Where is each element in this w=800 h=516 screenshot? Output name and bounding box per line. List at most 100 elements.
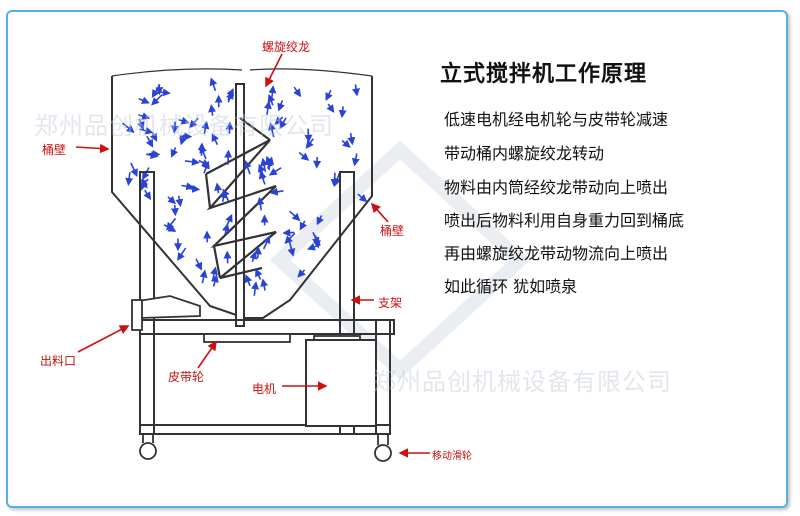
flow-arrow xyxy=(202,160,210,174)
flow-arrow xyxy=(225,121,234,134)
flow-arrow xyxy=(226,90,234,103)
flow-arrow xyxy=(274,116,284,125)
flow-arrow xyxy=(175,195,184,208)
flow-arrow xyxy=(142,167,150,181)
flow-arrow xyxy=(222,188,230,202)
flow-arrow xyxy=(244,274,253,287)
flow-arrow xyxy=(222,223,230,235)
flow-arrow xyxy=(258,170,267,185)
flow-arrow xyxy=(255,268,263,280)
flow-arrow xyxy=(130,162,138,178)
flow-arrow xyxy=(277,100,285,112)
flow-arrow xyxy=(151,84,161,98)
flow-arrow xyxy=(137,118,145,130)
flow-arrow xyxy=(197,142,206,156)
label-leaders xyxy=(75,53,430,458)
flow-arrow xyxy=(208,104,217,116)
flow-arrow xyxy=(178,116,190,125)
flow-arrow xyxy=(304,128,313,143)
flow-arrow xyxy=(267,94,276,106)
label-barrel-wall-left: 桶壁 xyxy=(42,143,67,157)
flow-arrow xyxy=(194,258,202,271)
auger-shaft xyxy=(235,83,245,327)
flow-arrow xyxy=(357,193,368,203)
flow-arrow xyxy=(184,157,200,166)
label-bracket: 支架 xyxy=(378,296,403,310)
flow-arrow xyxy=(146,151,159,160)
flow-arrow xyxy=(352,84,361,97)
flow-arrow xyxy=(306,242,321,251)
screw-auger xyxy=(204,117,277,280)
flow-arrow xyxy=(138,96,150,104)
flow-arrow xyxy=(333,172,342,187)
flow-arrow xyxy=(265,155,274,167)
flow-arrow xyxy=(210,266,218,282)
flow-arrow xyxy=(139,179,148,189)
motor-box xyxy=(305,339,377,427)
flow-arrow xyxy=(201,120,210,134)
flow-arrow xyxy=(167,195,176,205)
hopper-top xyxy=(111,68,373,77)
frame-border xyxy=(6,10,788,508)
flow-arrow xyxy=(170,204,179,217)
description-line-5: 再由螺旋绞龙带动物流向上喷出 xyxy=(444,244,669,263)
flow-arrow xyxy=(170,121,179,134)
flow-arrow xyxy=(268,167,282,176)
description-line-1: 低速电机经电机轮与皮带轮减速 xyxy=(444,110,669,129)
flow-arrow xyxy=(209,77,218,92)
flow-arrow xyxy=(187,184,201,193)
description-line-4: 喷出后物料利用自身重力回到桶底 xyxy=(444,211,685,230)
label-barrel-wall-right: 桶壁 xyxy=(380,224,405,238)
flow-arrow xyxy=(347,132,356,146)
flow-arrow xyxy=(177,247,187,261)
flow-arrow xyxy=(170,147,178,158)
flow-arrow xyxy=(138,112,151,120)
label-pulley: 皮带轮 xyxy=(168,370,205,384)
flow-arrow xyxy=(139,126,154,135)
flow-arrow xyxy=(269,187,284,196)
flow-arrow xyxy=(121,122,135,134)
flow-arrow xyxy=(160,88,171,97)
flow-arrow xyxy=(253,246,262,259)
flow-arrow xyxy=(189,117,199,129)
flow-arrow xyxy=(338,106,347,119)
flow-arrow xyxy=(293,86,302,98)
outlet-chute xyxy=(130,295,201,331)
watermark-top: 郑州品创机械设备有限公司 xyxy=(34,112,334,140)
flow-arrow xyxy=(125,172,134,186)
flow-arrow xyxy=(351,153,360,167)
label-outlet: 出料口 xyxy=(40,354,77,368)
flow-arrow xyxy=(279,117,288,130)
diagram-title: 立式搅拌机工作原理 xyxy=(440,62,648,87)
flow-arrow xyxy=(289,210,301,222)
flow-arrow xyxy=(284,232,296,245)
flow-arrow xyxy=(179,132,193,141)
flow-arrow xyxy=(297,269,306,278)
flow-arrow xyxy=(210,274,219,287)
flow-arrow xyxy=(268,85,277,98)
flow-arrow xyxy=(326,103,335,113)
flow-arrow xyxy=(268,122,276,138)
flow-arrow xyxy=(263,100,272,115)
description-line-6: 如此循环 犹如喷泉 xyxy=(444,277,578,296)
label-motor: 电机 xyxy=(252,382,277,396)
flow-arrow xyxy=(211,133,219,146)
flow-arrow xyxy=(145,135,154,148)
flow-arrow xyxy=(243,159,252,175)
label-caster: 移动滑轮 xyxy=(432,451,472,462)
flow-arrow xyxy=(325,89,333,102)
flow-arrow xyxy=(256,196,265,211)
flow-arrow xyxy=(214,182,223,194)
hopper-barrel xyxy=(111,76,373,319)
flow-arrow xyxy=(260,278,269,291)
watermark-bottom: 郑州品创机械设备有限公司 xyxy=(372,368,672,396)
flow-arrow xyxy=(249,250,258,263)
flow-arrow xyxy=(260,157,269,173)
flow-arrow xyxy=(199,269,208,284)
flow-arrow xyxy=(311,231,320,246)
flow-arrow xyxy=(330,172,339,188)
flow-arrow xyxy=(251,281,260,296)
flow-arrow xyxy=(181,182,195,191)
